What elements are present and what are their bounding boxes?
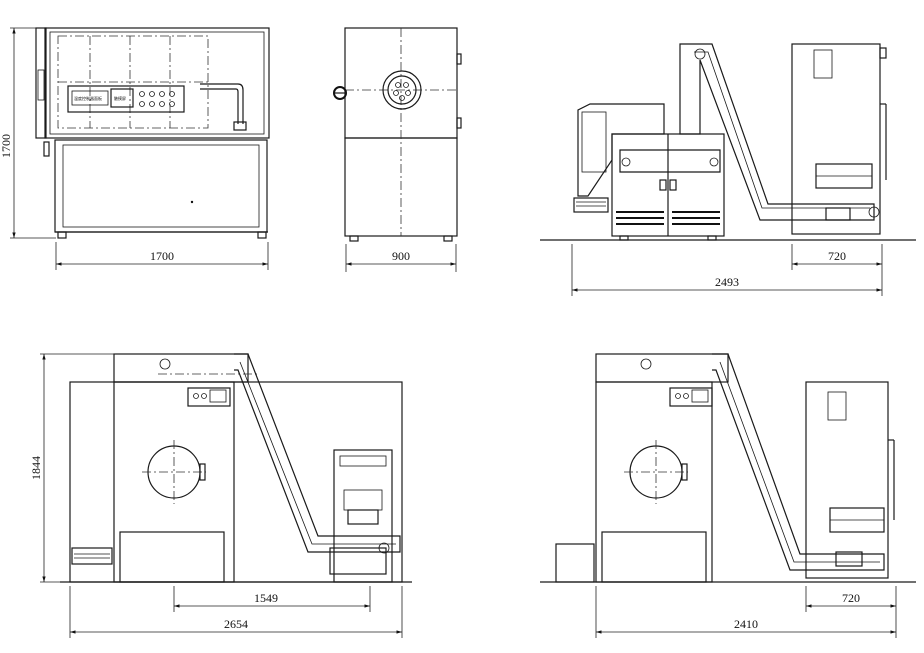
vent-grille bbox=[616, 211, 720, 225]
side-view-top: 900 bbox=[333, 27, 462, 272]
dim-front-top-width: 1700 bbox=[150, 249, 174, 263]
dim-front-bottom-height: 1844 bbox=[29, 456, 43, 480]
front-panel-label-mid: 触摸屏 bbox=[114, 95, 126, 101]
dim-front-bottom-inner: 1549 bbox=[254, 591, 278, 605]
side-view-bottom: 720 2410 bbox=[540, 353, 916, 638]
front-panel-label-left: 温度控制器面板 bbox=[74, 95, 102, 101]
dim-front-top-height: 1700 bbox=[0, 134, 13, 158]
dim-right-top-sub: 720 bbox=[828, 249, 846, 263]
front-view-bottom: 1844 1549 2654 bbox=[29, 353, 412, 638]
dim-side-top-width: 900 bbox=[392, 249, 410, 263]
dim-side-bottom-sub: 720 bbox=[842, 591, 860, 605]
front-view-top: 温度控制器面板 触摸屏 1700 1700 bbox=[0, 27, 270, 270]
dim-side-bottom-overall: 2410 bbox=[734, 617, 758, 631]
dim-front-bottom-overall: 2654 bbox=[224, 617, 248, 631]
right-view-top: 2493 720 bbox=[540, 43, 916, 296]
dim-right-top-overall: 2493 bbox=[715, 275, 739, 289]
control-knobs bbox=[139, 91, 175, 107]
